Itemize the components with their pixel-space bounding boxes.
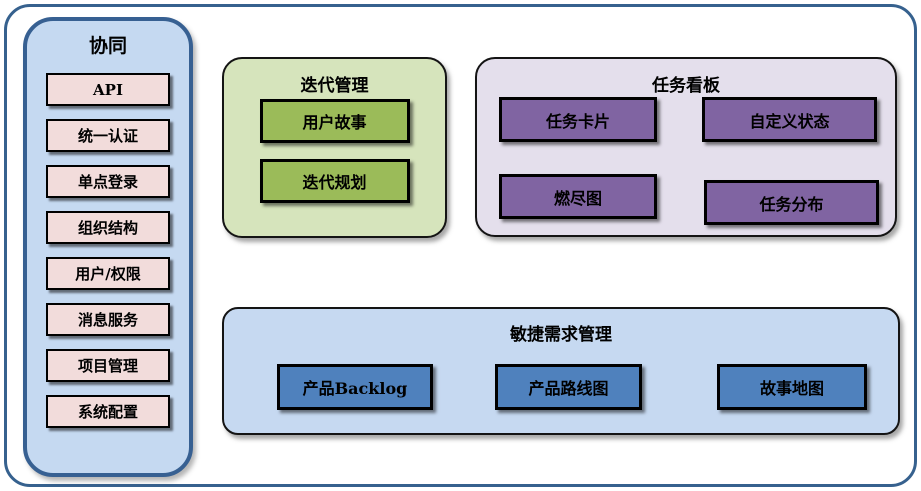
node-message-service: 消息服务 [46,303,170,336]
node-api: API [46,73,170,106]
node-system-config: 系统配置 [46,395,170,428]
node-user-permissions: 用户/权限 [46,257,170,290]
node-product-roadmap: 产品路线图 [495,364,642,410]
outer-frame: 协同 API 统一认证 单点登录 组织结构 用户/权限 消息服务 项目管理 系统… [4,4,917,487]
task-board-title: 任务看板 [652,76,720,96]
panel-agile-requirements: 敏捷需求管理 产品Backlog 产品路线图 故事地图 [222,307,900,435]
node-task-card: 任务卡片 [499,97,657,142]
node-org-structure: 组织结构 [46,211,170,244]
panel-iteration-management: 迭代管理 用户故事 迭代规划 [222,57,447,238]
collaboration-title: 协同 [88,35,127,57]
panel-collaboration: 协同 API 统一认证 单点登录 组织结构 用户/权限 消息服务 项目管理 系统… [23,17,193,477]
node-user-story: 用户故事 [259,99,410,143]
iteration-management-title: 迭代管理 [300,76,369,96]
node-project-management: 项目管理 [46,349,170,382]
node-custom-status: 自定义状态 [702,97,877,142]
node-story-map: 故事地图 [717,364,867,410]
collaboration-items: API 统一认证 单点登录 组织结构 用户/权限 消息服务 项目管理 系统配置 [46,73,170,428]
agile-requirements-title: 敏捷需求管理 [510,325,612,345]
node-burndown-chart: 燃尽图 [499,174,657,219]
node-task-distribution: 任务分布 [704,180,879,225]
node-iteration-planning: 迭代规划 [259,159,410,203]
node-unified-auth: 统一认证 [46,119,170,152]
node-product-backlog: 产品Backlog [277,364,433,410]
node-single-sign-on: 单点登录 [46,165,170,198]
panel-task-board: 任务看板 任务卡片 自定义状态 燃尽图 任务分布 [475,57,897,237]
